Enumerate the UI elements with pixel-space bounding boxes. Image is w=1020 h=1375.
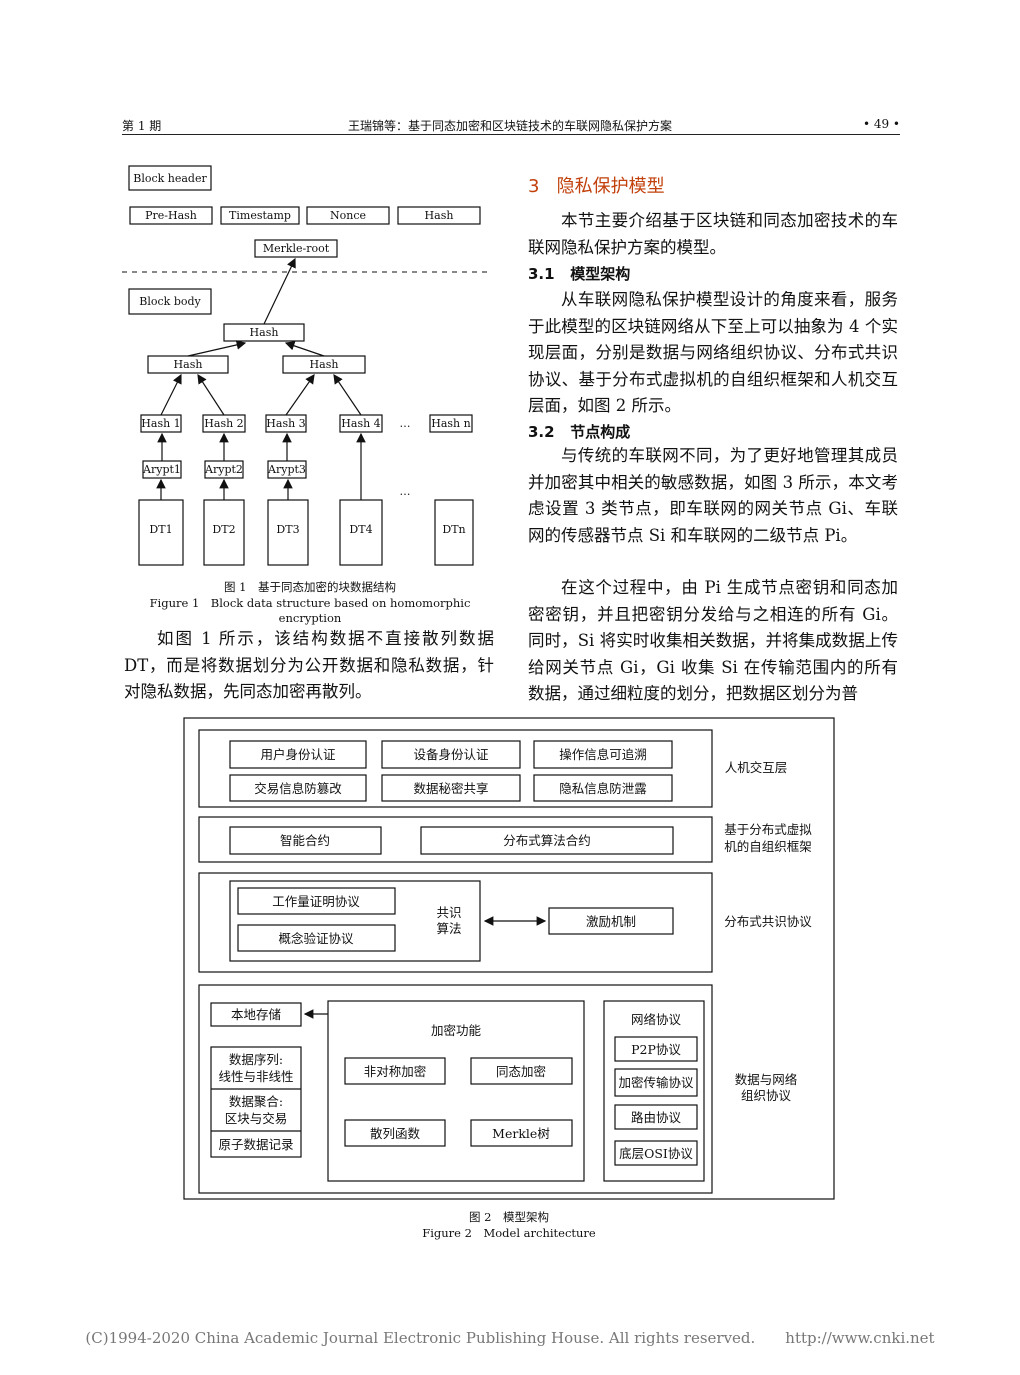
- figure-1-diagram: Block header Pre-Hash Timestamp Nonce Ha…: [122, 165, 487, 566]
- smart-contract: 智能合约: [280, 833, 330, 848]
- osi-protocol: 底层OSI协议: [619, 1146, 693, 1161]
- consensus-label: 算法: [436, 921, 461, 936]
- data-aggregation: 区块与交易: [225, 1111, 288, 1126]
- network-title: 网络协议: [631, 1012, 682, 1027]
- copyright-watermark: (C)1994-2020 China Academic Journal Elec…: [85, 1329, 935, 1347]
- layer-label-hci: 人机交互层: [725, 760, 788, 775]
- encrypt-node: Arypt3: [267, 463, 306, 476]
- page-number: • 49 •: [862, 117, 900, 131]
- data-node: DT4: [349, 523, 372, 536]
- data-sequence: 数据序列:: [229, 1052, 283, 1067]
- subsection-number: 3.1: [528, 265, 555, 283]
- hash-node: Hash: [174, 358, 203, 371]
- asymmetric-encryption: 非对称加密: [364, 1064, 427, 1079]
- node-composition-paragraph-2: 在这个过程中，由 Pi 生成节点密钥和同态加密密钥，并且把密钥分发给与之相连的所…: [528, 578, 898, 703]
- hash-leaf: Hash 3: [266, 417, 305, 430]
- hash-node: Hash: [250, 326, 279, 339]
- node-composition-paragraph-1: 与传统的车联网不同，为了更好地管理其成员并加密其中相关的敏感数据，如图 3 所示…: [528, 446, 898, 545]
- layer-label-data: 数据与网络: [735, 1072, 798, 1087]
- figure-1-caption-cn: 图 1 基于同态加密的块数据结构: [224, 580, 396, 594]
- merkle-tree: Merkle树: [492, 1126, 550, 1141]
- leak-prevention: 隐私信息防泄露: [559, 781, 647, 796]
- merkle-root-label: Merkle-root: [263, 242, 330, 255]
- hash-leaf: Hash 4: [341, 417, 380, 430]
- subsection-3-2-heading: 3.2 节点构成: [528, 421, 630, 442]
- crypto-title: 加密功能: [431, 1023, 482, 1038]
- section-title: 隐私保护模型: [556, 176, 665, 197]
- trace-ops: 操作信息可追溯: [559, 747, 647, 762]
- encrypt-node: Arypt2: [204, 463, 243, 476]
- hash-node: Hash: [310, 358, 339, 371]
- subsection-title: 节点构成: [570, 423, 631, 441]
- figure-2-caption-en: Figure 2 Model architecture: [422, 1226, 596, 1240]
- pow-protocol: 工作量证明协议: [272, 894, 360, 909]
- intro-paragraph: 本节主要介绍基于区块链和同态加密技术的车联网隐私保护方案的模型。: [528, 211, 898, 257]
- ellipsis: …: [400, 485, 411, 498]
- figure-1-caption-en: Figure 1 Block data structure based on h…: [149, 596, 471, 625]
- figure-2-diagram: 用户身份认证 设备身份认证 操作信息可追溯 交易信息防篡改 数据秘密共享 隐私信…: [183, 717, 835, 1200]
- encrypt-node: Arypt1: [142, 463, 181, 476]
- header-field: Nonce: [330, 209, 366, 222]
- running-title: 王瑞锦等：基于同态加密和区块链技术的车联网隐私保护方案: [347, 119, 672, 133]
- consensus-label: 共识: [436, 905, 461, 920]
- data-aggregation: 数据聚合:: [229, 1094, 283, 1109]
- tamper-proof: 交易信息防篡改: [254, 781, 342, 796]
- data-sequence: 线性与非线性: [218, 1069, 293, 1084]
- auth-device: 设备身份认证: [413, 747, 489, 762]
- homomorphic-encryption: 同态加密: [496, 1064, 546, 1079]
- model-architecture-paragraph: 从车联网隐私保护模型设计的角度来看，服务于此模型的区块链网络从下至上可以抽象为 …: [528, 290, 898, 415]
- section-3-heading: 3 隐私保护模型: [528, 172, 665, 198]
- header-rule: [122, 134, 900, 135]
- subsection-number: 3.2: [528, 423, 555, 441]
- routing-protocol: 路由协议: [631, 1110, 682, 1125]
- layer-label-data: 组织协议: [741, 1088, 792, 1103]
- distributed-algo-contract: 分布式算法合约: [503, 833, 591, 848]
- data-node: DT3: [276, 523, 299, 536]
- header-field: Timestamp: [229, 209, 291, 222]
- encrypted-transport: 加密传输协议: [618, 1075, 694, 1090]
- layer-label-consensus: 分布式共识协议: [724, 914, 812, 929]
- header-field: Hash: [425, 209, 454, 222]
- auth-user: 用户身份认证: [260, 747, 336, 762]
- issue-number: 第 1 期: [122, 119, 162, 133]
- secret-sharing: 数据秘密共享: [413, 781, 488, 796]
- atomic-record: 原子数据记录: [218, 1137, 293, 1152]
- header-field: Pre-Hash: [145, 209, 197, 222]
- block-header-label: Block header: [133, 172, 207, 185]
- layer-label-vm: 机的自组织框架: [724, 839, 812, 854]
- hash-leaf: Hash n: [431, 417, 470, 430]
- data-node: DTn: [442, 523, 465, 536]
- hash-leaf: Hash 1: [141, 417, 180, 430]
- block-body-label: Block body: [139, 295, 201, 308]
- hash-leaf: Hash 2: [204, 417, 243, 430]
- data-node: DT2: [212, 523, 235, 536]
- left-paragraph: 如图 1 所示，该结构数据不直接散列数据 DT，而是将数据划分为公开数据和隐私数…: [124, 629, 494, 701]
- subsection-3-1-heading: 3.1 模型架构: [528, 263, 630, 284]
- hash-function: 散列函数: [370, 1126, 421, 1141]
- poc-protocol: 概念验证协议: [278, 931, 354, 946]
- local-storage: 本地存储: [231, 1007, 281, 1022]
- ellipsis: …: [400, 417, 411, 430]
- subsection-title: 模型架构: [570, 265, 631, 283]
- layer-label-vm: 基于分布式虚拟: [724, 822, 812, 837]
- figure-2-caption-cn: 图 2 模型架构: [469, 1210, 549, 1224]
- data-node: DT1: [149, 523, 172, 536]
- incentive-mechanism: 激励机制: [586, 914, 636, 929]
- p2p-protocol: P2P协议: [631, 1042, 681, 1057]
- section-number: 3: [528, 176, 540, 197]
